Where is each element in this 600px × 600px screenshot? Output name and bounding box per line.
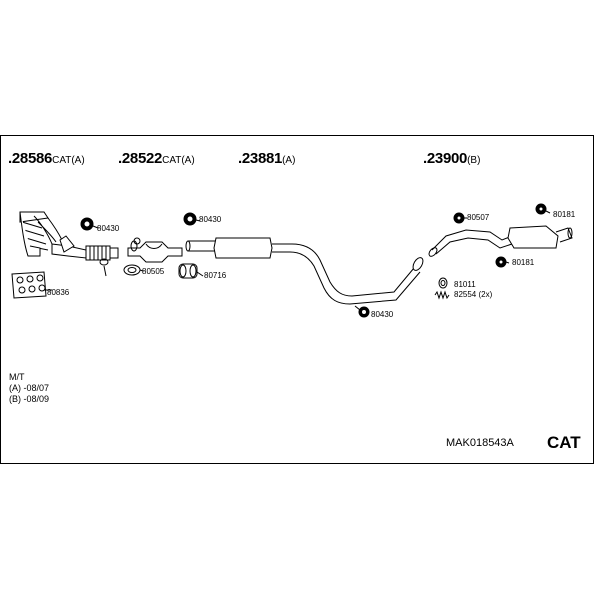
middle-silencer-drawing [185, 237, 424, 305]
label-80430-a: 80430 [97, 224, 120, 233]
rear-silencer-drawing [428, 225, 573, 257]
label-80181-a: 80181 [553, 210, 576, 219]
part-23900-label: .23900(B) [423, 150, 481, 167]
clamp-80430-b-drawing [183, 212, 201, 226]
label-80836: 80836 [47, 288, 70, 297]
label-80505: 80505 [142, 267, 165, 276]
label-80430-c: 80430 [371, 310, 394, 319]
label-82554: 82554 (2x) [454, 290, 493, 299]
part-23881-label: .23881(A) [238, 150, 296, 167]
gasket-80505-drawing [123, 264, 144, 276]
note-b-date: (B) -08/09 [9, 394, 50, 404]
part-28586-label: .28586CAT(A) [8, 150, 85, 167]
gasket-81011-drawing [438, 277, 448, 289]
mount-80181-b-drawing [495, 256, 510, 268]
part-28522-label: .28522CAT(A) [118, 150, 195, 167]
cat-type-label: CAT [547, 433, 581, 452]
diagram-frame [0, 135, 594, 464]
label-81011: 81011 [454, 280, 476, 289]
clamp-80430-c-drawing [354, 305, 370, 318]
note-a-date: (A) -08/07 [9, 383, 50, 393]
spring-82554-drawing [434, 290, 450, 300]
clamp-80430-a-drawing [80, 217, 99, 231]
note-transmission: M/T [9, 372, 25, 382]
diagram-code: MAK018543A [446, 437, 514, 449]
clamp-80716-drawing [178, 263, 204, 279]
label-80716: 80716 [204, 271, 227, 280]
catalytic-converter-drawing [127, 237, 183, 263]
manifold-gasket-drawing [11, 271, 52, 299]
mount-80507-drawing [453, 212, 467, 224]
exhaust-manifold-drawing [19, 211, 87, 259]
flex-pipe-drawing [85, 245, 119, 277]
label-80430-b: 80430 [199, 215, 222, 224]
label-80181-b: 80181 [512, 258, 535, 267]
label-80507: 80507 [467, 213, 490, 222]
mount-80181-a-drawing [535, 203, 551, 215]
